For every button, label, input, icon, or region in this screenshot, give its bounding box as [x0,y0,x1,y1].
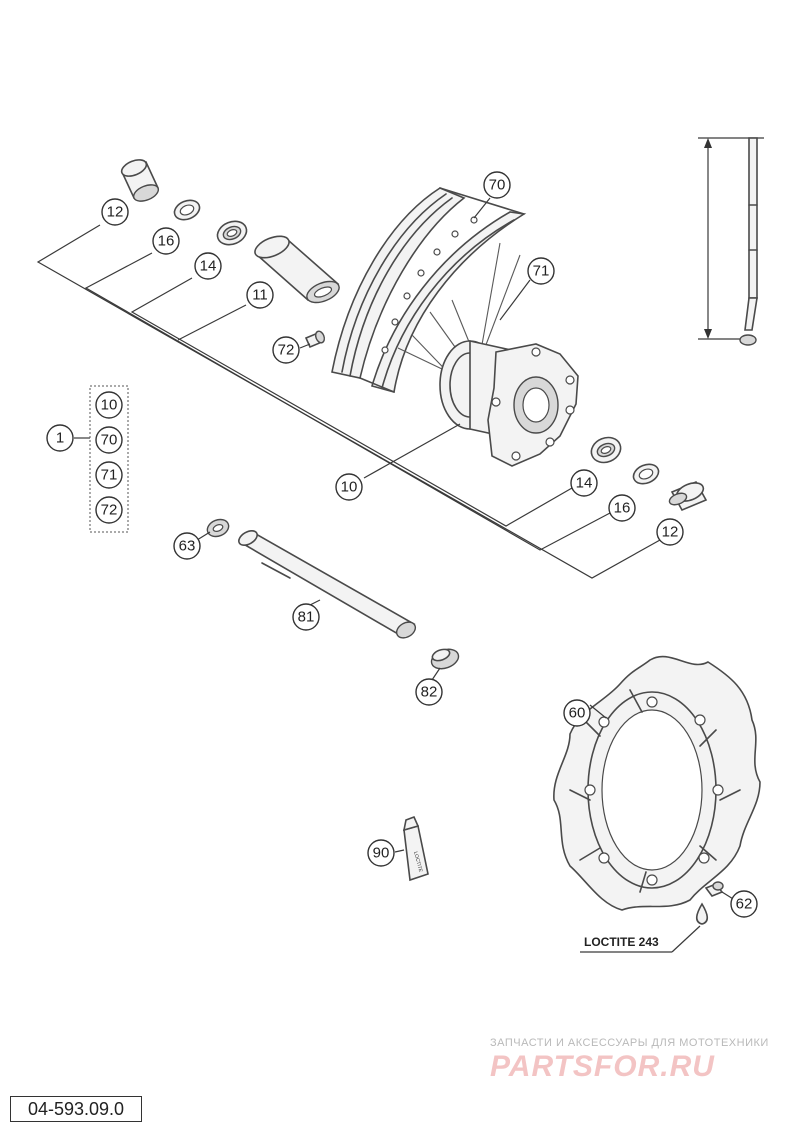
callout-label: 62 [736,896,753,913]
callout-label: 72 [101,502,118,519]
callout-70: 70 [483,171,511,199]
document-number: 04-593.09.0 [10,1096,142,1122]
callout-label: 16 [614,500,631,517]
bearing-14-bottom [590,436,622,464]
tube-label: LOCTITE [412,851,423,874]
callout-14-top: 14 [194,252,222,280]
spacer-12-bottom [668,480,708,512]
callout-72-top: 72 [272,336,300,364]
axle-81 [238,529,417,639]
assembly-guide-lines [36,224,661,579]
callout-72-kit: 72 [95,496,123,524]
leader-lines [74,197,739,903]
callout-10-hub: 10 [335,473,363,501]
callout-label: 70 [101,432,118,449]
callout-label: 71 [101,467,118,484]
callout-label: 82 [421,684,438,701]
bearing-14-top [216,220,248,246]
callout-70-kit: 70 [95,426,123,454]
rim-spoke-holes [381,216,478,354]
rim-70 [331,187,527,394]
callout-12-top: 12 [101,198,129,226]
spacer-12-top [120,159,160,202]
seal-16-top [173,199,201,221]
disc-screw-62 [704,881,724,897]
callout-71: 71 [527,257,555,285]
loctite-tube-90: LOCTITE [402,815,429,882]
callout-12-bottom: 12 [656,518,684,546]
callout-label: 90 [373,845,390,862]
callout-62: 62 [730,890,758,918]
callout-label: 70 [489,177,506,194]
distance-tube-11 [254,235,340,304]
callout-71-kit: 71 [95,461,123,489]
wheel-hub-10 [439,340,579,467]
callout-81: 81 [292,603,320,631]
loctite-243-label: LOCTITE 243 [584,935,659,949]
axle-clamp-82 [430,648,460,670]
callout-90: 90 [367,839,395,867]
callout-60: 60 [563,699,591,727]
callout-14-bottom: 14 [570,469,598,497]
watermark-brand: PARTSFOR.RU [490,1050,715,1083]
watermark-tagline: ЗАПЧАСТИ И АКСЕССУАРЫ ДЛЯ МОТОТЕХНИКИ [490,1037,769,1049]
callout-16-top: 16 [152,227,180,255]
spoke-gauge [698,137,764,346]
callout-11: 11 [246,281,274,309]
callout-label: 11 [252,287,268,304]
callout-16-bottom: 16 [608,494,636,522]
callout-label: 10 [101,397,118,414]
callout-82: 82 [415,678,443,706]
callout-10-kit: 10 [95,391,123,419]
brake-disc-60 [553,655,761,911]
watermark: ЗАПЧАСТИ И АКСЕССУАРЫ ДЛЯ МОТОТЕХНИКИ PA… [490,1037,769,1083]
callout-label: 71 [533,263,550,280]
callout-label: 12 [662,524,679,541]
callout-1: 1 [46,424,74,452]
callout-label: 16 [158,233,175,250]
disc-bolt-holes [584,696,724,886]
callout-63: 63 [173,532,201,560]
callout-label: 1 [56,430,64,447]
callout-label: 60 [569,705,586,722]
disc-vent-slots [569,689,741,893]
callout-label: 10 [341,479,358,496]
callout-label: 14 [576,475,593,492]
nut-63 [206,518,230,538]
seal-16-bottom [632,463,660,485]
callout-label: 81 [298,609,315,626]
callout-label: 72 [278,342,295,359]
callout-label: 14 [200,258,217,275]
loctite-drop [695,902,709,925]
loctite-label-group: LOCTITE 243 [580,925,701,953]
callout-label: 12 [107,204,124,221]
callout-label: 63 [179,538,196,555]
